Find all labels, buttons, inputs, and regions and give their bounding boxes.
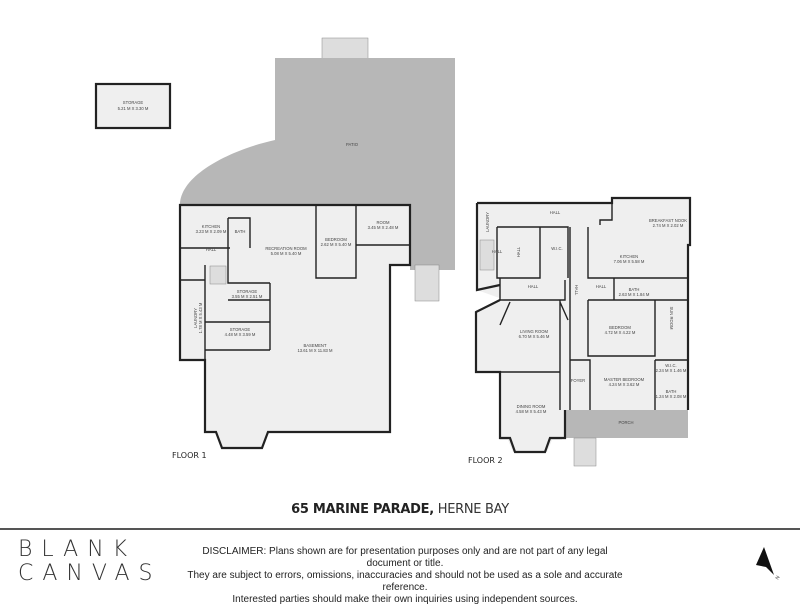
room-dims: 4.48 M X 3.59 M: [225, 332, 256, 337]
room-name: LIVING ROOM: [520, 329, 548, 334]
room-dims: 3.45 M X 2.48 M: [368, 225, 399, 230]
room-name: LAUNDRY: [193, 308, 198, 328]
room-name: FOYER: [571, 378, 585, 383]
room-name: BATH: [235, 229, 246, 234]
room-dims: 3.55 M X 2.51 M: [232, 294, 263, 299]
disclaimer-line: DISCLAIMER: Plans shown are for presenta…: [202, 546, 608, 569]
room-name: STORAGE: [230, 327, 251, 332]
divider: [0, 528, 800, 530]
room-name: HALL: [550, 210, 561, 215]
logo-line-1: BLANK: [18, 537, 137, 562]
room-dims: 13.61 M X 11.83 M: [297, 348, 333, 353]
room-dims: 1.24 M X 2.08 M: [656, 394, 687, 399]
room-name: KITCHEN: [620, 254, 638, 259]
room-name: BASEMENT: [303, 343, 326, 348]
north-arrow-icon: N: [756, 547, 782, 581]
room-dims: 4.72 M X 4.22 M: [605, 330, 636, 335]
room-name: RECREATION ROOM: [265, 246, 307, 251]
porch: [565, 410, 688, 438]
room-name: PORCH: [618, 420, 633, 425]
room-name: W.I.C.: [551, 246, 562, 251]
room-name: HALL: [528, 284, 539, 289]
room-name: BEDROOM: [325, 237, 347, 242]
room-dims: 2.24 M X 1.46 M: [656, 368, 687, 373]
floor-plan: STORAGE 5.21 M X 3.30 M PATIO KITCHEN 3.…: [94, 37, 692, 467]
disclaimer-line: Interested parties should make their own…: [232, 594, 578, 605]
room-name: BREAKFAST NOOK: [649, 218, 687, 223]
blank-canvas-logo: BLANK CANVAS: [18, 538, 162, 586]
room-dims: 5.21 M X 3.30 M: [118, 106, 149, 111]
room-name: LAUNDRY: [485, 212, 490, 232]
floor-1-plan: PATIO KITCHEN 3.23 M X 2.09 M BATH RECRE…: [172, 37, 455, 460]
room-name: STORAGE: [123, 100, 144, 105]
room-name: HALL: [492, 249, 503, 254]
room-name: DINING ROOM: [517, 404, 546, 409]
floor-1-label: FLOOR 1: [172, 451, 207, 460]
room-name: HALL: [574, 285, 579, 296]
room-dims: 2.63 M X 1.84 M: [619, 292, 650, 297]
patio: [180, 58, 455, 270]
room-name: HALL: [516, 246, 521, 257]
room-name: W.I.C.: [665, 363, 676, 368]
floor-2-label: FLOOR 2: [468, 456, 503, 465]
room-dims: 2.74 M X 2.02 M: [653, 223, 684, 228]
room-name: BEDROOM: [609, 325, 631, 330]
street-address: 65 MARINE PARADE,: [291, 502, 434, 517]
disclaimer: DISCLAIMER: Plans shown are for presenta…: [180, 546, 630, 606]
room-name: STORAGE: [237, 289, 258, 294]
disclaimer-line: They are subject to errors, omissions, i…: [187, 570, 623, 593]
porch-stairs: [573, 437, 597, 467]
room-dims: 4.24 M X 3.62 M: [609, 382, 640, 387]
storage-shed: STORAGE 5.21 M X 3.30 M: [94, 82, 172, 130]
room-dims: 2.62 M X 5.40 M: [321, 242, 352, 247]
room-name: ROOM: [376, 220, 390, 225]
room-dims: 4.58 M X 5.43 M: [516, 409, 547, 414]
room-name: HALL: [206, 247, 217, 252]
room-name: SUN ROOM: [669, 306, 674, 330]
room-name: MASTER BEDROOM: [604, 377, 645, 382]
room-dims: 6.70 M X 5.46 M: [519, 334, 550, 339]
room-name: PATIO: [346, 142, 359, 147]
room-name: HALL: [596, 284, 607, 289]
room-name: BATH: [629, 287, 640, 292]
room-name: KITCHEN: [202, 224, 220, 229]
suburb: HERNE BAY: [437, 502, 509, 517]
patio-side-stairs: [414, 264, 440, 302]
room-dims: 3.23 M X 2.09 M: [196, 229, 227, 234]
north-letter: N: [775, 575, 782, 581]
room-dims: 1.78 M X 5.43 M: [198, 302, 203, 333]
property-address: 65 MARINE PARADE, HERNE BAY: [0, 502, 800, 517]
room-dims: 7.06 M X 5.58 M: [614, 259, 645, 264]
patio-stairs: [321, 37, 369, 61]
room-dims: 5.08 M X 5.40 M: [271, 251, 302, 256]
floor-2-plan: HALL LAUNDRY HALL W.I.C. HALL BREAKFAST …: [468, 196, 692, 467]
room-name: BATH: [666, 389, 677, 394]
logo-line-2: CANVAS: [18, 561, 162, 586]
